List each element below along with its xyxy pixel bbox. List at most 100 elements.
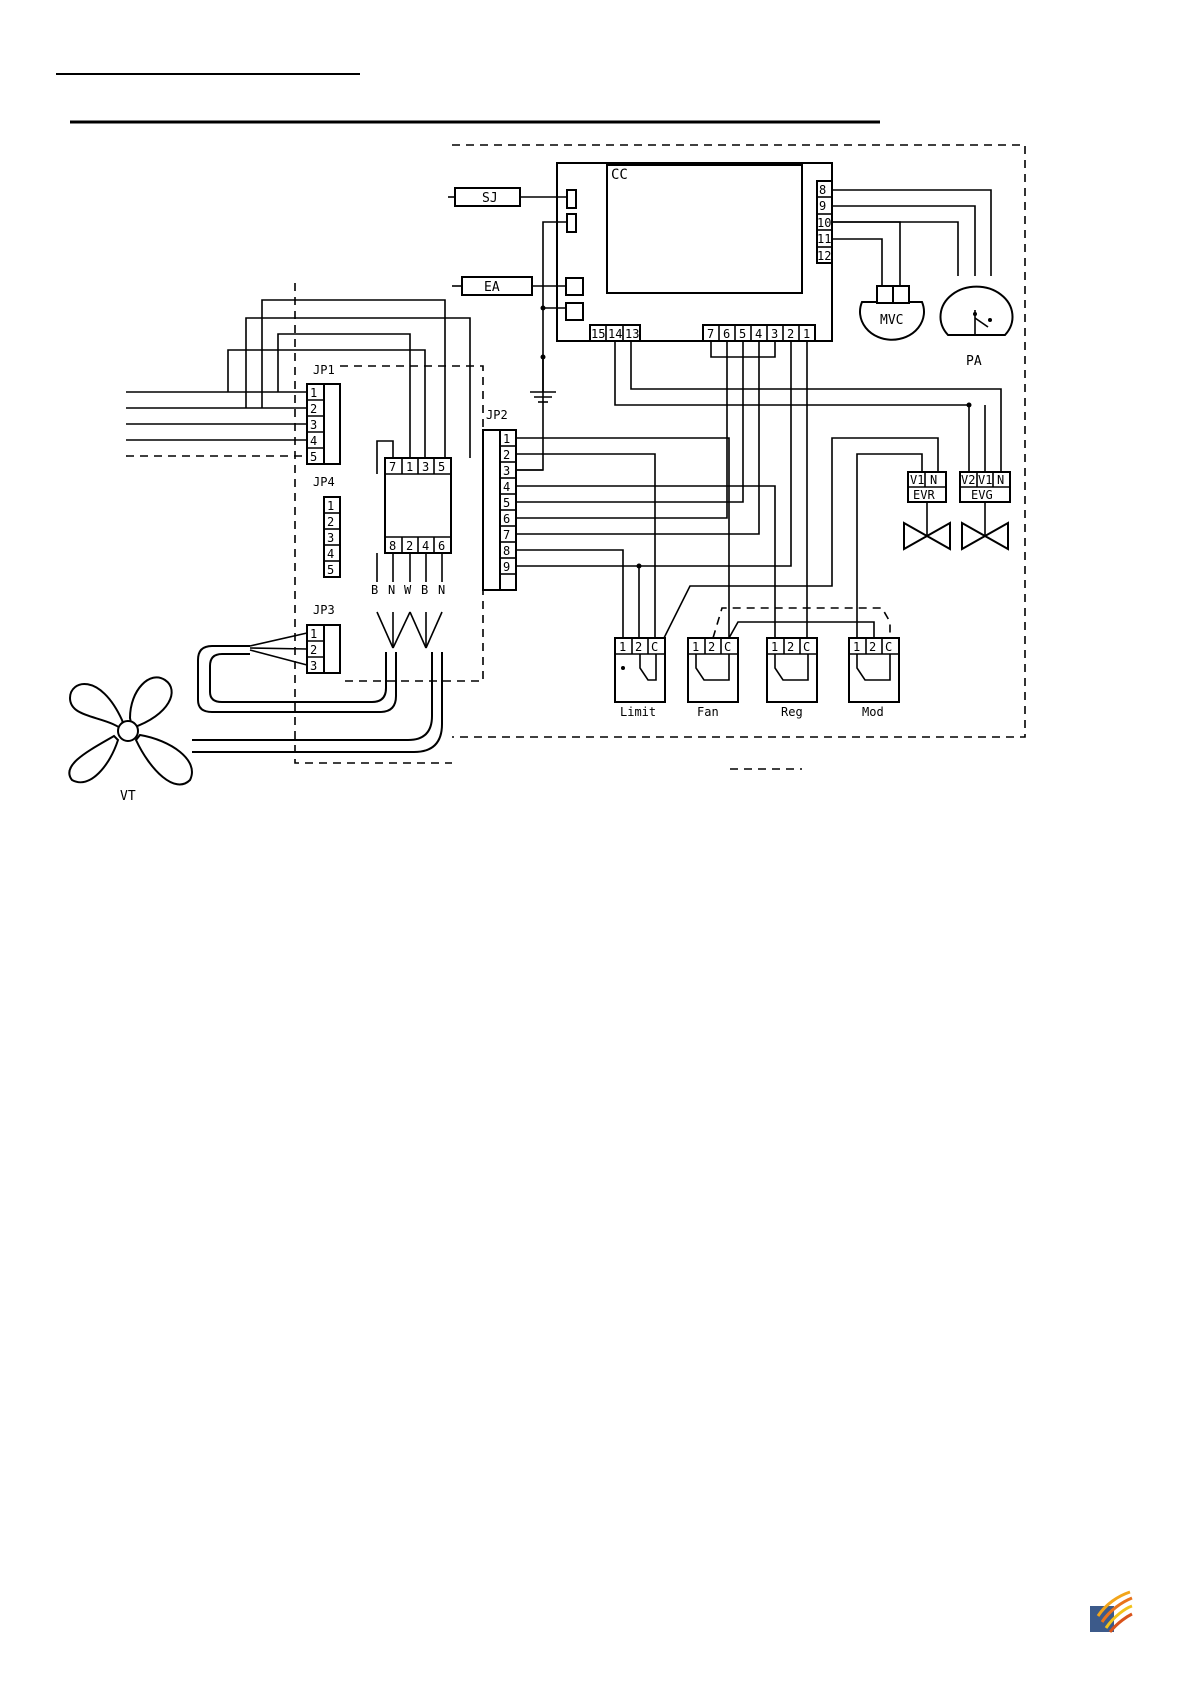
switch-reg-label: Reg	[781, 705, 803, 719]
jp3-pin-1: 1	[310, 627, 317, 641]
jp2-connector: JP2 1 2 3 4 5 6 7 8 9	[483, 408, 516, 590]
switch-limit-terminal-2: 2	[635, 640, 642, 654]
jp4-pin-4: 4	[327, 547, 334, 561]
pa-pressure-switch: PA	[941, 287, 1013, 369]
cc-pin-1: 1	[803, 327, 810, 341]
motor-top-pin-1: 1	[406, 460, 413, 474]
jp4-pin-2: 2	[327, 515, 334, 529]
cc-pin-7: 7	[707, 327, 714, 341]
motor-bottom-pin-4: 4	[422, 539, 429, 553]
cc-pin-15: 15	[591, 327, 605, 341]
valve-evg-terminal-v2: V2	[961, 473, 975, 487]
switch-reg-terminal-1: 1	[771, 640, 778, 654]
motor-bottom-pin-6: 6	[438, 539, 445, 553]
valve-evr-label: EVR	[913, 488, 935, 502]
jp1-pin-2: 2	[310, 402, 317, 416]
switch-fan: 1 2 C Fan	[688, 638, 738, 719]
switch-fan-terminal-1: 1	[692, 640, 699, 654]
cc-pin-12: 12	[817, 249, 831, 263]
cc-pin-5: 5	[739, 327, 746, 341]
cc-pin-8: 8	[819, 183, 826, 197]
ea-component: EA	[452, 277, 566, 295]
cc-pin-14: 14	[608, 327, 622, 341]
jp2-label: JP2	[486, 408, 508, 422]
motor-wire-label-w: W	[404, 583, 412, 597]
controller-cc: CC 8 9 10 11 12 15 14 13	[557, 163, 832, 341]
cc-pin-6: 6	[723, 327, 730, 341]
switch-limit-terminal-1: 1	[619, 640, 626, 654]
motor-wire-label-b2: B	[421, 583, 428, 597]
jp2-pin-4: 4	[503, 480, 510, 494]
fan-vt: VT	[69, 677, 192, 804]
motor-wire-label-b1: B	[371, 583, 378, 597]
jp2-pin-6: 6	[503, 512, 510, 526]
fan-label: VT	[120, 789, 136, 804]
switch-fan-terminal-2: 2	[708, 640, 715, 654]
cc-pin-3: 3	[771, 327, 778, 341]
jp2-pin-2: 2	[503, 448, 510, 462]
ea-label: EA	[484, 280, 500, 295]
jp1-pin-1: 1	[310, 386, 317, 400]
cc-pin-10: 10	[817, 216, 831, 230]
jp3-pin-2: 2	[310, 643, 317, 657]
sj-label: SJ	[482, 191, 498, 206]
switch-mod-terminal-1: 1	[853, 640, 860, 654]
jp1-pin-5: 5	[310, 450, 317, 464]
jp2-pin-3: 3	[503, 464, 510, 478]
jp2-pin-7: 7	[503, 528, 510, 542]
jp1-pin-4: 4	[310, 434, 317, 448]
switch-mod: 1 2 C Mod	[849, 638, 899, 719]
switch-fan-terminal-c: C	[724, 640, 731, 654]
jp2-pin-9: 9	[503, 560, 510, 574]
valve-evr-terminal-v1: V1	[910, 473, 924, 487]
motor-top-pin-5: 5	[438, 460, 445, 474]
pa-label: PA	[966, 354, 982, 369]
sj-component: SJ	[448, 188, 567, 206]
switch-limit-terminal-c: C	[651, 640, 658, 654]
valve-evg-terminal-v1: V1	[978, 473, 992, 487]
motor-bottom-pin-2: 2	[406, 539, 413, 553]
switch-limit: 1 2 C Limit	[615, 638, 665, 719]
valve-evg-label: EVG	[971, 488, 993, 502]
brand-logo-icon	[1088, 1588, 1134, 1634]
motor-terminal-block: 7 1 3 5 8 2 4 6	[385, 458, 451, 553]
jp2-pin-1: 1	[503, 432, 510, 446]
switch-reg: 1 2 C Reg	[767, 638, 817, 719]
jp1-pin-3: 3	[310, 418, 317, 432]
switch-fan-label: Fan	[697, 705, 719, 719]
cc-pin-11: 11	[817, 232, 831, 246]
jp4-pin-5: 5	[327, 563, 334, 577]
motor-wire-label-n1: N	[388, 583, 395, 597]
mvc-motor: MVC	[860, 286, 924, 340]
jp2-pin-8: 8	[503, 544, 510, 558]
valve-evr-terminal-n: N	[930, 473, 937, 487]
jp3-connector: JP3 1 2 3	[307, 603, 340, 673]
switch-reg-terminal-c: C	[803, 640, 810, 654]
jp4-pin-3: 3	[327, 531, 334, 545]
valve-evg: V2 V1 N EVG	[960, 472, 1010, 549]
motor-top-pin-7: 7	[389, 460, 396, 474]
switch-reg-terminal-2: 2	[787, 640, 794, 654]
jp3-label: JP3	[313, 603, 335, 617]
jp1-label: JP1	[313, 363, 335, 377]
jp4-pin-1: 1	[327, 499, 334, 513]
jp3-pin-3: 3	[310, 659, 317, 673]
cc-pin-9: 9	[819, 199, 826, 213]
controller-label: CC	[611, 167, 628, 183]
cc-pin-4: 4	[755, 327, 762, 341]
mvc-label: MVC	[880, 313, 903, 328]
cc-pin-2: 2	[787, 327, 794, 341]
motor-bottom-pin-8: 8	[389, 539, 396, 553]
jp4-label: JP4	[313, 475, 335, 489]
jp1-connector: JP1 1 2 3 4 5	[307, 363, 340, 464]
switch-limit-label: Limit	[620, 705, 656, 719]
switch-mod-label: Mod	[862, 705, 884, 719]
motor-top-pin-3: 3	[422, 460, 429, 474]
jp2-pin-5: 5	[503, 496, 510, 510]
switch-mod-terminal-c: C	[885, 640, 892, 654]
cc-pin-13: 13	[625, 327, 639, 341]
valve-evg-terminal-n: N	[997, 473, 1004, 487]
motor-wire-label-n2: N	[438, 583, 445, 597]
